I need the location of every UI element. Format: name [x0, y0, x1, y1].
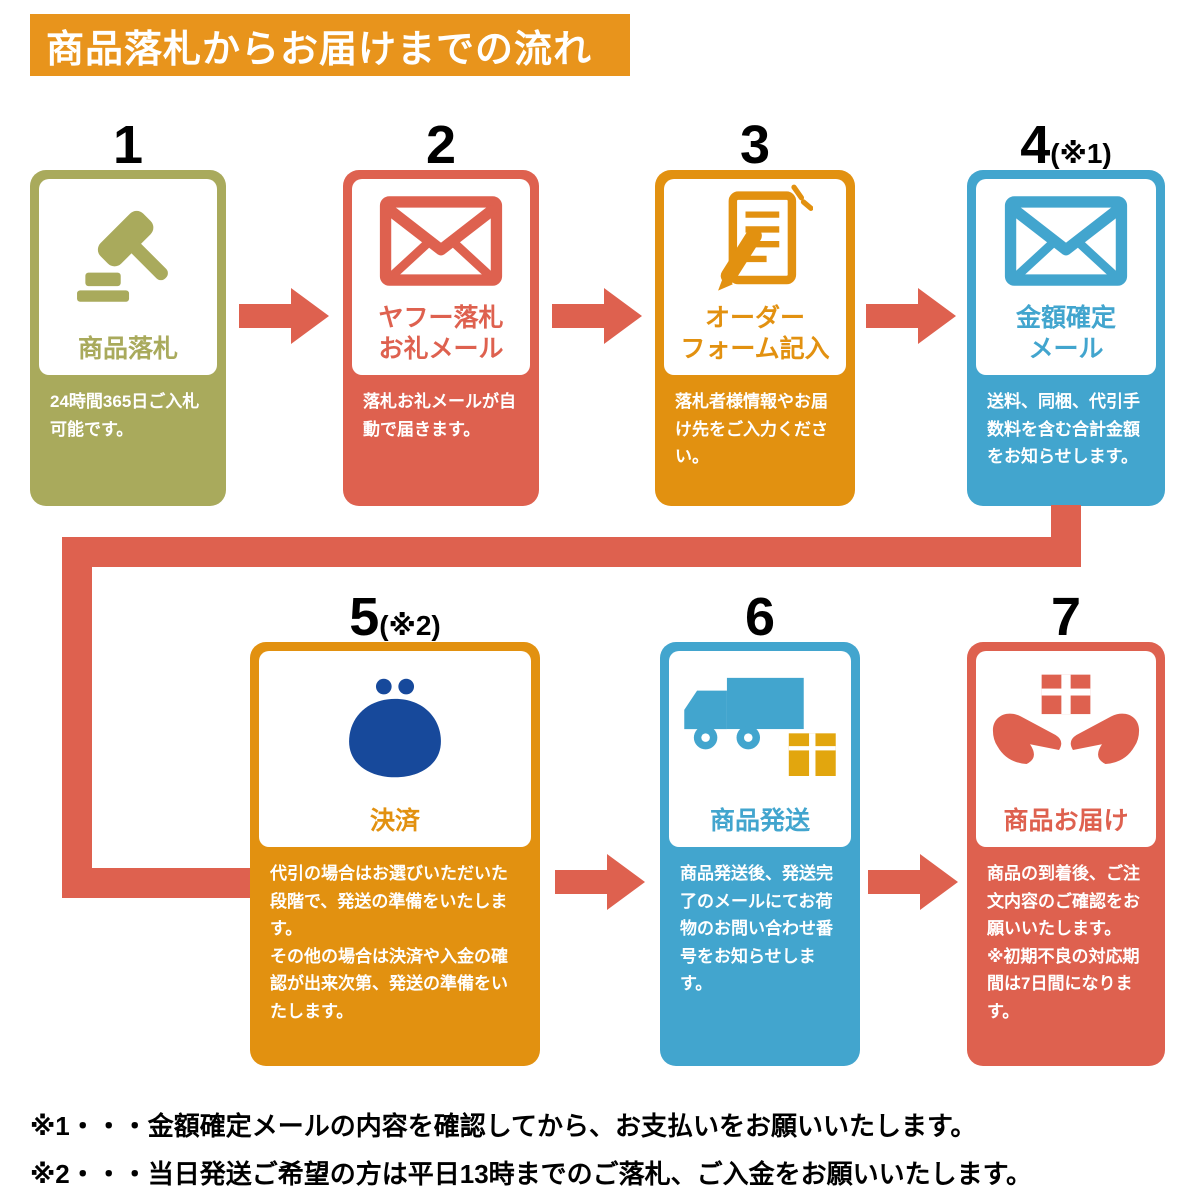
- flow-arrow-icon: [868, 852, 958, 912]
- step-panel: 商品発送: [669, 651, 851, 847]
- hands-delivery-icon: [976, 651, 1156, 806]
- step-description: 送料、同梱、代引手数料を含む合計金額をお知らせします。: [987, 392, 1140, 467]
- step-panel: 金額確定 メール: [976, 179, 1156, 375]
- step-box-order-form: オーダー フォーム記入 落札者様情報やお届け先をご入力ください。: [655, 170, 855, 506]
- step-box-price-mail: 金額確定 メール 送料、同梱、代引手数料を含む合計金額をお知らせします。: [967, 170, 1165, 506]
- flow-connector: [62, 537, 1081, 567]
- step-box-auction-win: 商品落札 24時間365日ご入札可能です。: [30, 170, 226, 506]
- step-description: 落札お礼メールが自動で届きます。: [363, 392, 516, 439]
- step-box-thanks-mail: ヤフー落札 お礼メール 落札お礼メールが自動で届きます。: [343, 170, 539, 506]
- step-box-shipping: 商品発送 商品発送後、発送完了のメールにてお荷物のお問い合わせ番号をお知らせしま…: [660, 642, 860, 1066]
- step-title: 金額確定 メール: [1015, 303, 1116, 363]
- step-description: 商品発送後、発送完了のメールにてお荷物のお問い合わせ番号をお知らせします。: [680, 864, 833, 994]
- flow-connector: [62, 537, 92, 898]
- flow-arrow-icon: [555, 852, 645, 912]
- step-box-payment: 決済 代引の場合はお選びいただいた段階で、発送の準備をいたします。 その他の場合…: [250, 642, 540, 1066]
- purse-icon: [259, 651, 531, 806]
- step-number-1: 1: [112, 115, 144, 175]
- step-description: 24時間365日ご入札可能です。: [50, 392, 200, 439]
- footnote-2: ※2・・・当日発送ご希望の方は平日13時までのご落札、ご入金をお願いいたします。: [30, 1159, 1033, 1189]
- step-number-4: 4(※1): [1020, 115, 1112, 175]
- step-panel: 決済: [259, 651, 531, 847]
- step-description: 商品の到着後、ご注文内容のご確認をお願いいたします。 ※初期不良の対応期間は7日…: [987, 864, 1140, 1021]
- step-title: 商品落札: [77, 334, 178, 363]
- step-title: 商品お届け: [1003, 806, 1129, 835]
- step-panel: ヤフー落札 お礼メール: [352, 179, 530, 375]
- footnote-1: ※1・・・金額確定メールの内容を確認してから、お支払いをお願いいたします。: [30, 1111, 977, 1141]
- step-description: 代引の場合はお選びいただいた段階で、発送の準備をいたします。 その他の場合は決済…: [270, 864, 508, 1021]
- flow-connector: [62, 868, 252, 898]
- step-number-3: 3: [739, 115, 771, 175]
- order-form-icon: [664, 179, 846, 303]
- step-title: 商品発送: [709, 806, 810, 835]
- step-panel: 商品落札: [39, 179, 217, 375]
- mail-icon: [976, 179, 1156, 303]
- step-title: オーダー フォーム記入: [680, 303, 830, 363]
- step-box-delivery: 商品お届け 商品の到着後、ご注文内容のご確認をお願いいたします。 ※初期不良の対…: [967, 642, 1165, 1066]
- flow-arrow-icon: [866, 286, 956, 346]
- step-number-5: 5(※2): [349, 587, 441, 647]
- mail-icon: [352, 179, 530, 303]
- step-panel: 商品お届け: [976, 651, 1156, 847]
- truck-icon: [669, 651, 851, 806]
- step-number-7: 7: [1050, 587, 1082, 647]
- step-panel: オーダー フォーム記入: [664, 179, 846, 375]
- step-number-6: 6: [744, 587, 776, 647]
- step-title: ヤフー落札 お礼メール: [378, 303, 504, 363]
- package-icon: [788, 733, 836, 777]
- step-description: 落札者様情報やお届け先をご入力ください。: [675, 392, 828, 467]
- flow-arrow-icon: [239, 286, 329, 346]
- flow-arrow-icon: [552, 286, 642, 346]
- step-title: 決済: [369, 806, 420, 835]
- header-banner: 商品落札からお届けまでの流れ: [30, 14, 630, 76]
- page-title: 商品落札からお届けまでの流れ: [46, 28, 593, 71]
- step-number-2: 2: [425, 115, 457, 175]
- gavel-icon: [39, 179, 217, 334]
